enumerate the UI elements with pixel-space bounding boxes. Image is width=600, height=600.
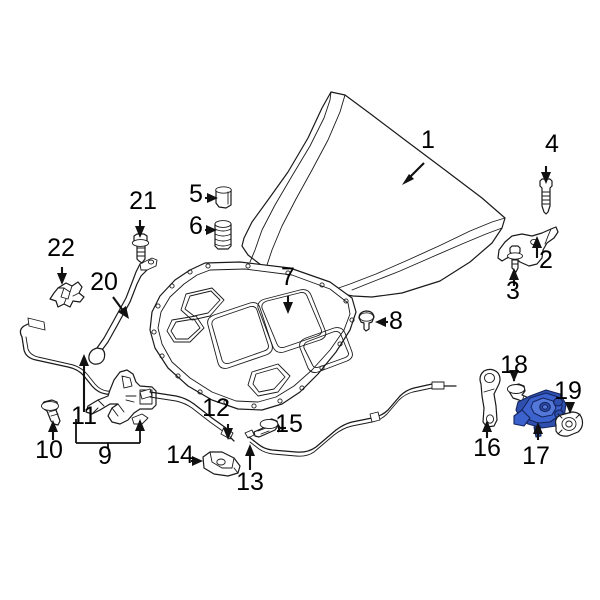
hood-insulator[interactable] <box>149 261 357 411</box>
callout-label-11: 11 <box>71 402 97 430</box>
callout-14-leader <box>191 456 203 466</box>
callout-15-leader <box>278 423 286 433</box>
callout-11-leader <box>79 354 89 412</box>
callout-label-18: 18 <box>500 351 528 379</box>
callout-label-15: 15 <box>275 410 303 438</box>
callout-label-5: 5 <box>189 180 203 208</box>
hood-prop-rod[interactable] <box>88 257 158 365</box>
callout-labels: 1 2 3 4 5 6 7 8 9 10 11 12 13 14 15 16 1… <box>35 126 582 496</box>
callout-label-14: 14 <box>166 441 194 469</box>
callout-9-leader <box>75 419 145 449</box>
callout-4-leader <box>541 166 551 184</box>
hood-bumper-stopper[interactable] <box>214 220 232 250</box>
callout-label-1: 1 <box>421 126 435 154</box>
callout-1-leader <box>402 162 425 185</box>
callout-13-leader <box>245 444 255 470</box>
prop-rod-bolt[interactable] <box>131 233 150 264</box>
callout-label-7: 7 <box>281 263 295 291</box>
latch-release-lever[interactable] <box>479 368 501 428</box>
latch-grommet[interactable] <box>554 411 584 437</box>
callout-label-22: 22 <box>47 234 75 262</box>
hood-latch[interactable] <box>513 389 567 438</box>
callout-20-leader <box>112 296 129 319</box>
callout-5-leader <box>205 193 218 203</box>
callout-8-leader <box>375 317 388 327</box>
callout-label-9: 9 <box>98 442 112 470</box>
callout-label-21: 21 <box>129 187 157 215</box>
callout-label-12: 12 <box>202 394 230 422</box>
callout-10-leader <box>48 420 58 440</box>
callout-label-10: 10 <box>35 436 63 464</box>
callout-2-leader <box>532 236 542 258</box>
callout-label-4: 4 <box>545 130 559 158</box>
hinge-bolt-lower[interactable] <box>507 245 523 273</box>
hood-panel[interactable] <box>241 91 506 298</box>
callout-label-8: 8 <box>389 307 403 335</box>
callout-7-leader <box>283 296 293 314</box>
release-cable-rear[interactable] <box>244 381 457 457</box>
callout-17-leader <box>533 422 543 440</box>
release-handle-bolt[interactable] <box>41 399 61 426</box>
callout-label-16: 16 <box>473 434 501 462</box>
callout-label-2: 2 <box>539 246 553 274</box>
release-handle-assembly[interactable] <box>85 369 157 425</box>
hinge-bolt-upper[interactable] <box>539 178 553 215</box>
callout-12-leader <box>223 424 233 440</box>
hood-bumper-cap[interactable] <box>215 186 232 209</box>
cable-bracket[interactable] <box>202 451 241 477</box>
callout-label-6: 6 <box>189 212 203 240</box>
callout-6-leader <box>205 225 217 235</box>
callout-22-leader <box>57 267 67 285</box>
callout-18-leader <box>509 370 519 382</box>
callout-21-leader <box>135 220 145 238</box>
prop-rod-clip[interactable] <box>49 281 85 308</box>
callout-label-17: 17 <box>522 442 550 470</box>
callout-label-13: 13 <box>236 468 264 496</box>
insulator-clip[interactable] <box>358 310 375 332</box>
callout-label-20: 20 <box>90 268 118 296</box>
callout-19-leader <box>565 402 575 414</box>
release-cable-rod[interactable] <box>139 388 235 442</box>
callout-label-19: 19 <box>554 377 582 405</box>
cable-bracket-bolt[interactable] <box>253 418 279 438</box>
callout-3-leader <box>509 268 519 286</box>
callout-16-leader <box>482 420 492 438</box>
callout-label-3: 3 <box>506 277 520 305</box>
